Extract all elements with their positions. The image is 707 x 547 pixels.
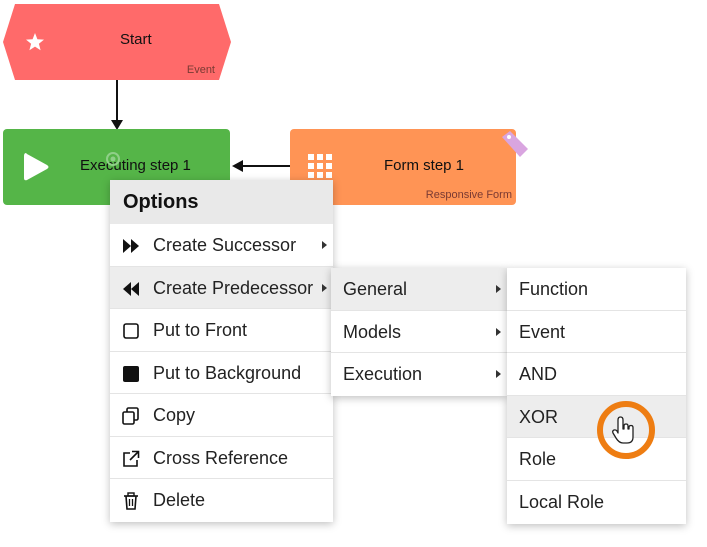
hand-pointer-icon xyxy=(612,416,634,444)
submenu-arrow-icon xyxy=(496,327,501,336)
submenu-item-models[interactable]: Models xyxy=(331,311,507,353)
square-outline-icon xyxy=(123,323,139,339)
menu-item-put-to-front[interactable]: Put to Front xyxy=(110,309,333,352)
rewind-icon xyxy=(123,281,139,296)
options-menu-title: Options xyxy=(110,180,333,224)
general-item-event[interactable]: Event xyxy=(507,311,686,353)
submenu-arrow-icon xyxy=(496,370,501,378)
menu-item-cross-reference[interactable]: Cross Reference xyxy=(110,437,333,479)
executing-node-label: Executing step 1 xyxy=(80,157,191,174)
general-item-xor[interactable]: XOR xyxy=(507,395,686,438)
menu-item-label: Create Predecessor xyxy=(153,277,314,298)
submenu-item-label: Models xyxy=(343,321,402,342)
menu-item-create-predecessor[interactable]: Create Predecessor xyxy=(110,266,333,309)
menu-item-label: Copy xyxy=(153,405,196,425)
options-menu: Options Create Successor Create Predeces… xyxy=(110,180,333,522)
general-item-label: AND xyxy=(519,364,558,384)
submenu-arrow-icon xyxy=(496,285,501,293)
cursor-highlight xyxy=(597,401,655,459)
submenu-item-label: General xyxy=(343,279,408,299)
play-icon xyxy=(24,153,49,181)
general-item-label: Event xyxy=(519,321,566,342)
general-item-function[interactable]: Function xyxy=(507,268,686,311)
link-handle-icon[interactable] xyxy=(105,151,121,167)
square-filled-icon xyxy=(123,365,139,382)
general-submenu: Function Event AND XOR Role Local Role xyxy=(507,268,686,524)
menu-item-label: Cross Reference xyxy=(153,447,289,468)
general-item-label: Function xyxy=(519,279,589,299)
menu-item-create-successor[interactable]: Create Successor xyxy=(110,224,333,267)
submenu-item-execution[interactable]: Execution xyxy=(331,353,507,396)
star-icon xyxy=(26,33,44,51)
external-link-icon xyxy=(123,450,140,467)
fast-forward-icon xyxy=(123,239,139,253)
grid-icon xyxy=(308,154,332,178)
copy-icon xyxy=(122,407,139,425)
start-node-label: Start xyxy=(120,31,152,48)
menu-item-delete[interactable]: Delete xyxy=(110,479,333,522)
submenu-item-general[interactable]: General xyxy=(331,268,507,311)
menu-item-label: Create Successor xyxy=(153,235,297,255)
general-item-label: XOR xyxy=(519,406,559,427)
start-event-node[interactable]: Start Event xyxy=(3,4,231,80)
menu-item-copy[interactable]: Copy xyxy=(110,394,333,437)
submenu-arrow-icon xyxy=(322,283,327,292)
general-item-label: Role xyxy=(519,449,557,469)
form-node-label: Form step 1 xyxy=(384,157,465,174)
general-item-and[interactable]: AND xyxy=(507,353,686,396)
menu-item-put-to-background[interactable]: Put to Background xyxy=(110,352,333,394)
start-event-shape xyxy=(3,4,231,80)
general-item-local-role[interactable]: Local Role xyxy=(507,481,686,524)
general-item-role[interactable]: Role xyxy=(507,438,686,481)
menu-item-label: Delete xyxy=(153,490,206,510)
tag-icon xyxy=(502,131,528,157)
form-node-type: Responsive Form xyxy=(425,189,512,201)
submenu-arrow-icon xyxy=(322,241,327,249)
start-node-type: Event xyxy=(186,64,215,76)
predecessor-submenu: General Models Execution xyxy=(331,268,507,396)
submenu-item-label: Execution xyxy=(343,364,423,384)
menu-item-label: Put to Front xyxy=(153,320,248,340)
general-item-label: Local Role xyxy=(519,491,605,512)
trash-icon xyxy=(124,492,138,510)
menu-item-label: Put to Background xyxy=(153,362,302,383)
